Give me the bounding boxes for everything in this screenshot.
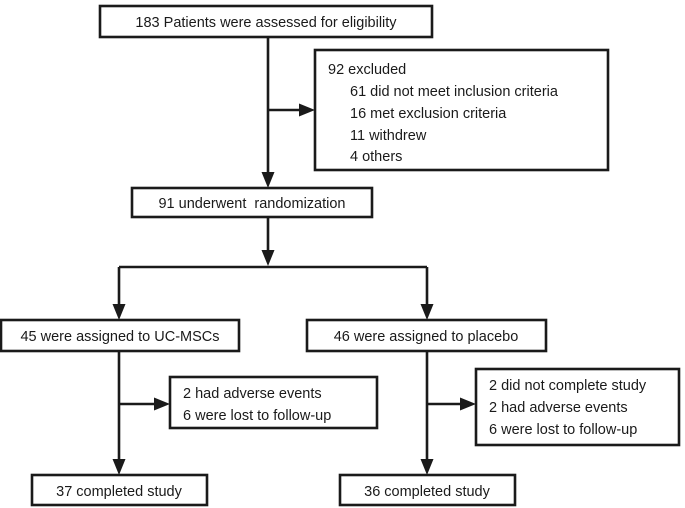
arrowhead-down-randomization xyxy=(261,172,275,188)
node-enrollment: 183 Patients were assessed for eligibili… xyxy=(98,4,434,39)
connector-right-to-attrition xyxy=(427,397,476,411)
excluded-reason-2: 16 met exclusion criteria xyxy=(350,106,507,122)
arrowhead-down-allocation-right xyxy=(420,304,434,320)
node-allocation-placebo: 46 were assigned to placebo xyxy=(305,318,548,353)
connector-split-bar xyxy=(112,265,434,320)
completed-placebo-label: 36 completed study xyxy=(364,484,490,500)
connector-trunk-to-excluded xyxy=(268,103,315,117)
connector-allocation-left-to-completed xyxy=(112,351,126,475)
arrowhead-right-attrition-left xyxy=(154,397,170,411)
node-completed-ucmsc: 37 completed study xyxy=(30,473,209,507)
excluded-reason-1: 61 did not meet inclusion criteria xyxy=(350,84,559,100)
arrowhead-down-allocation-left xyxy=(112,304,126,320)
attrition-placebo-line-3: 6 were lost to follow-up xyxy=(489,422,637,438)
arrowhead-right-excluded xyxy=(299,103,315,117)
node-excluded: 92 excluded 61 did not meet inclusion cr… xyxy=(313,48,610,172)
node-attrition-ucmsc: 2 had adverse events 6 were lost to foll… xyxy=(168,375,379,430)
arrowhead-down-split xyxy=(261,250,275,266)
attrition-ucmsc-line-1: 2 had adverse events xyxy=(183,386,322,402)
excluded-heading: 92 excluded xyxy=(328,62,406,78)
node-randomization: 91 underwent randomization xyxy=(130,186,374,219)
connector-allocation-right-to-completed xyxy=(420,351,434,475)
enrollment-label: 183 Patients were assessed for eligibili… xyxy=(135,15,397,31)
node-allocation-ucmsc: 45 were assigned to UC-MSCs xyxy=(0,318,241,353)
connector-randomization-to-split xyxy=(261,217,275,266)
completed-ucmsc-label: 37 completed study xyxy=(56,484,182,500)
node-attrition-placebo: 2 did not complete study 2 had adverse e… xyxy=(474,367,681,447)
excluded-reason-4: 4 others xyxy=(350,149,402,165)
node-completed-placebo: 36 completed study xyxy=(338,473,517,507)
arrowhead-down-completed-right xyxy=(420,459,434,475)
attrition-placebo-line-1: 2 did not complete study xyxy=(489,378,647,394)
allocation-ucmsc-label: 45 were assigned to UC-MSCs xyxy=(20,329,219,345)
allocation-placebo-label: 46 were assigned to placebo xyxy=(334,329,519,345)
connector-enrollment-to-randomization xyxy=(261,37,275,188)
excluded-reason-3: 11 withdrew xyxy=(350,128,427,144)
arrowhead-right-attrition-right xyxy=(460,397,476,411)
attrition-placebo-line-2: 2 had adverse events xyxy=(489,400,628,416)
attrition-ucmsc-line-2: 6 were lost to follow-up xyxy=(183,408,331,424)
connector-left-to-attrition xyxy=(119,397,170,411)
randomization-label: 91 underwent randomization xyxy=(158,196,345,212)
arrowhead-down-completed-left xyxy=(112,459,126,475)
